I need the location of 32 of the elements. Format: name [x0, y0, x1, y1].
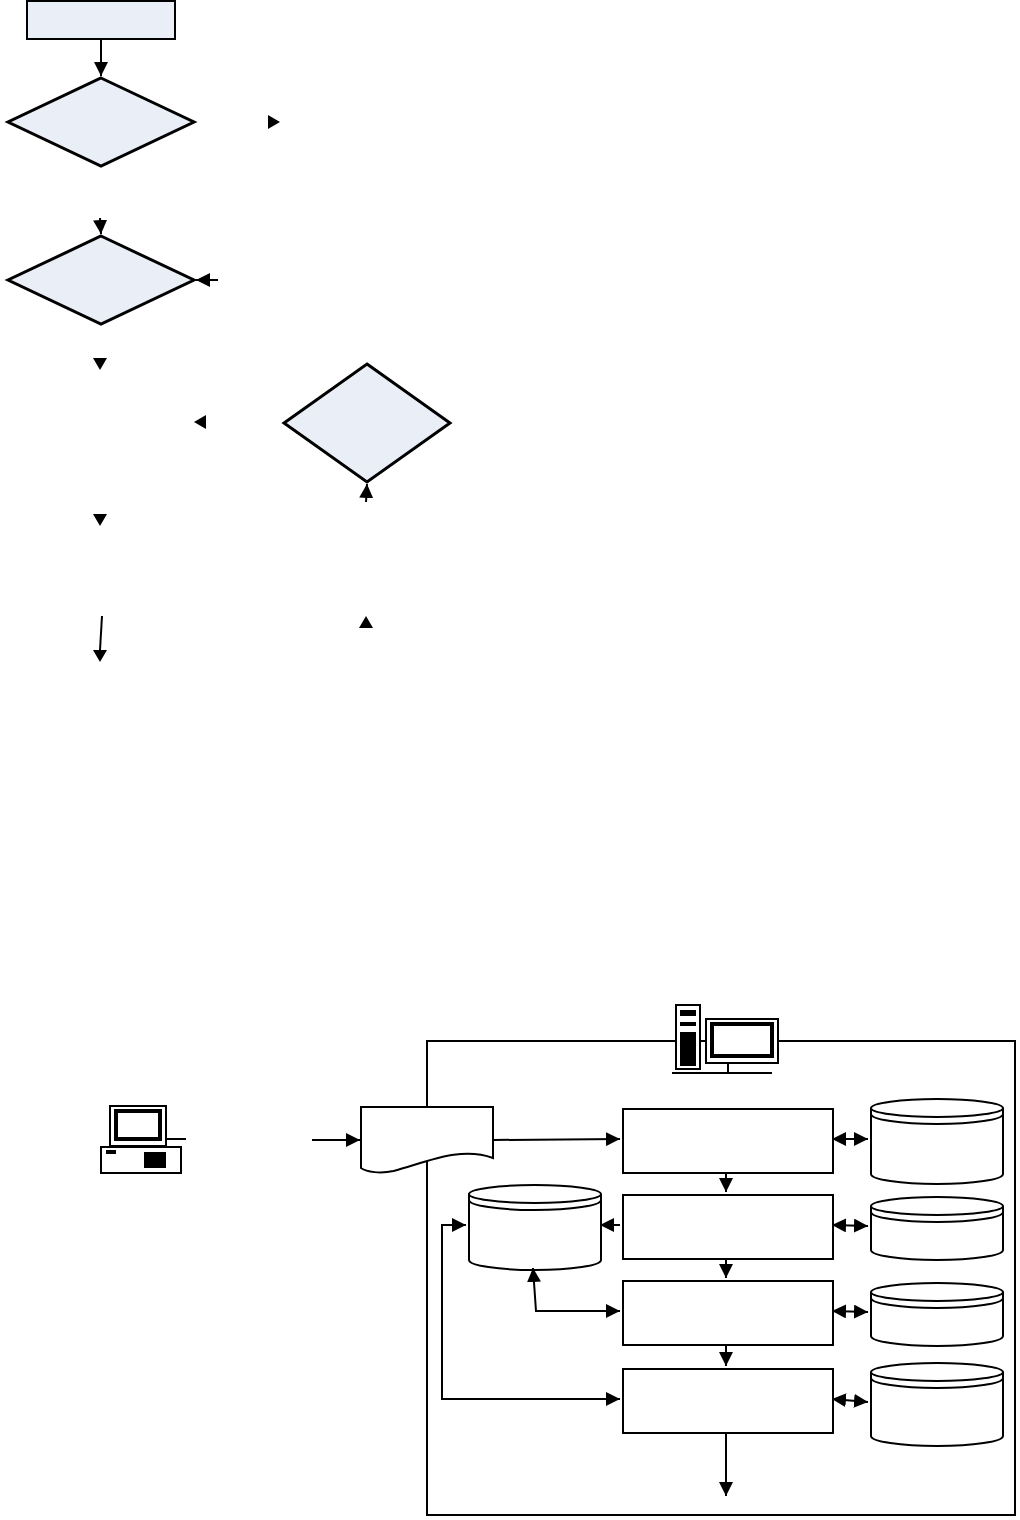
arrow	[441, 1218, 621, 1406]
process-box	[26, 0, 176, 40]
database-cylinder	[870, 1362, 1004, 1446]
arrow	[719, 1171, 733, 1193]
arrow	[719, 1431, 733, 1497]
arrow	[719, 1343, 733, 1367]
decision-diamond	[6, 76, 196, 168]
arrow	[94, 39, 108, 77]
arrow	[195, 273, 219, 287]
arrow	[831, 1132, 869, 1146]
arrow	[93, 217, 108, 235]
system-frame	[426, 1040, 1016, 1516]
database-cylinder	[468, 1184, 602, 1270]
process-box	[622, 1280, 834, 1346]
database-cylinder	[870, 1098, 1004, 1184]
arrow	[311, 1133, 361, 1147]
process-box	[622, 1108, 834, 1174]
arrow	[831, 1304, 869, 1319]
arrow	[599, 1218, 621, 1232]
database-cylinder	[870, 1282, 1004, 1346]
arrow	[831, 1393, 869, 1408]
process-box	[622, 1194, 834, 1260]
arrow	[493, 1132, 621, 1147]
arrow	[831, 1218, 869, 1233]
decision-diamond	[6, 234, 196, 326]
arrow	[359, 483, 374, 503]
process-box	[622, 1368, 834, 1434]
decision-diamond	[282, 362, 452, 484]
document-shape	[360, 1106, 494, 1174]
arrow	[719, 1257, 733, 1279]
database-cylinder	[870, 1196, 1004, 1260]
arrow	[527, 1267, 621, 1318]
